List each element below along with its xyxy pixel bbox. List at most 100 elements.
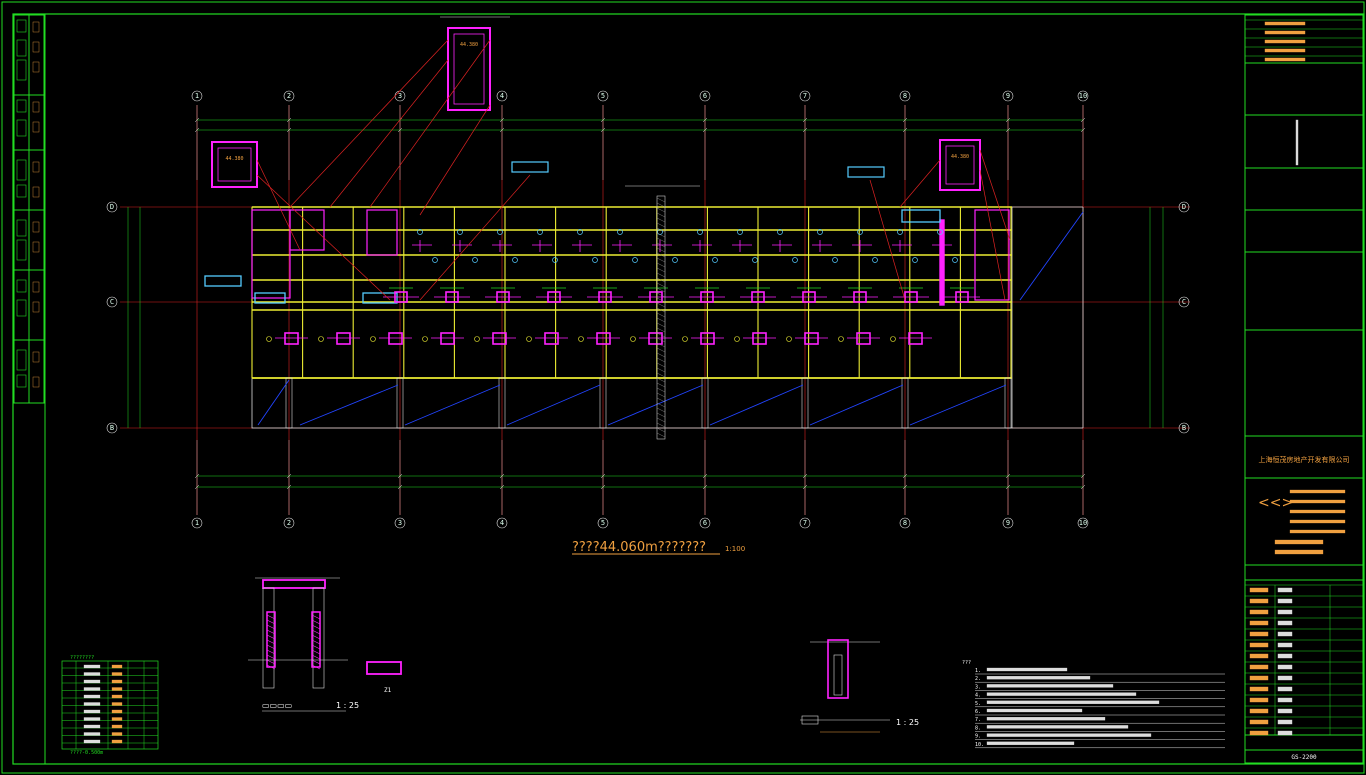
cyan-marker xyxy=(752,257,758,263)
hatch-line xyxy=(656,297,666,303)
rebar-circle xyxy=(682,336,688,342)
dim-tick xyxy=(1005,117,1011,123)
hatch-line xyxy=(656,342,666,348)
tb-text-bar xyxy=(1277,664,1293,670)
level-value xyxy=(111,732,123,736)
hatch-line xyxy=(656,282,666,288)
note-text xyxy=(986,741,1075,745)
leader-line xyxy=(419,174,531,301)
level-value xyxy=(83,687,101,691)
dim-tick xyxy=(802,117,808,123)
grid-label-col: 1 xyxy=(195,92,199,100)
tb-text-bar xyxy=(1249,708,1269,714)
level-value xyxy=(83,672,101,676)
slab-diagonal xyxy=(709,384,804,426)
dim-tick xyxy=(286,117,292,123)
hatch-line xyxy=(656,417,666,423)
tb-text-bar xyxy=(1277,631,1293,637)
slab-diagonal xyxy=(299,384,399,426)
dim-tick xyxy=(194,127,200,133)
strip-mark xyxy=(16,39,27,57)
notes-block: 1.2.3.4.5.6.7.8.9.10. xyxy=(975,667,1225,749)
tb-vertical-text xyxy=(1295,119,1299,166)
note-number: 7. xyxy=(975,717,981,723)
tb-text-bar xyxy=(1274,539,1324,545)
hatch-line xyxy=(656,372,666,378)
stirrup xyxy=(266,664,276,670)
level-value xyxy=(83,709,101,714)
callout-top-center-inner xyxy=(453,33,485,105)
dim-tick xyxy=(499,127,505,133)
grid-bubble xyxy=(283,517,295,529)
note-text xyxy=(986,700,1160,704)
cyan-marker xyxy=(792,257,798,263)
company-logo: <<> xyxy=(1258,495,1293,511)
rebar-circle xyxy=(266,336,272,342)
dim-tick xyxy=(600,117,606,123)
hatch-line xyxy=(656,267,666,273)
stirrup xyxy=(266,624,276,630)
dim-tick xyxy=(600,473,606,479)
dim-tick xyxy=(194,484,200,490)
strip-mark xyxy=(16,159,27,181)
strip-mark-accent xyxy=(32,61,40,73)
grid-bubble xyxy=(1002,90,1014,102)
grid-label-col: 10 xyxy=(1079,92,1087,100)
column-lower xyxy=(544,332,559,345)
rebar-circle xyxy=(838,336,844,342)
hatch-line xyxy=(656,227,666,233)
level-tag: 44.380 xyxy=(225,156,243,162)
level-value xyxy=(83,732,101,736)
dim-tick xyxy=(194,117,200,123)
tb-text-bar xyxy=(1264,21,1306,26)
hatch-line xyxy=(656,357,666,363)
grid-bubble xyxy=(106,422,118,434)
grid-label-col: 8 xyxy=(903,519,907,527)
dim-tick xyxy=(802,484,808,490)
plan-scale: 1:100 xyxy=(725,545,745,553)
cyan-marker xyxy=(777,229,783,235)
level-table-title: ???????? xyxy=(70,655,94,661)
stirrup xyxy=(311,639,321,645)
leader-line xyxy=(256,174,391,301)
inner-frame xyxy=(12,13,1365,765)
level-value xyxy=(83,694,101,699)
detail-left xyxy=(248,577,402,712)
column-lower xyxy=(336,332,351,345)
leader-line xyxy=(869,179,906,301)
hatch-line xyxy=(656,407,666,413)
tb-text-bar xyxy=(1249,730,1269,736)
hatch-symbol xyxy=(801,715,819,725)
wall-left xyxy=(262,587,275,689)
stirrup xyxy=(266,644,276,650)
stirrup xyxy=(311,614,321,620)
dim-tick xyxy=(397,473,403,479)
tb-text-bar xyxy=(1277,697,1293,703)
leader-line xyxy=(899,159,941,208)
strip-mark-accent xyxy=(32,121,40,133)
callout-top-center xyxy=(447,27,491,111)
tb-text-bar xyxy=(1264,30,1306,35)
cyan-marker xyxy=(617,229,623,235)
strip-mark-accent xyxy=(32,21,40,33)
dim-tick xyxy=(1005,484,1011,490)
level-value xyxy=(83,717,101,721)
column-wall xyxy=(498,377,506,429)
stirrup xyxy=(311,619,321,625)
strip-mark-accent xyxy=(32,161,40,173)
cyan-marker xyxy=(672,257,678,263)
cyan-marker xyxy=(872,257,878,263)
grid-label-row: D xyxy=(1182,203,1186,211)
cyan-marker xyxy=(912,257,918,263)
hatch-line xyxy=(656,262,666,268)
note-text xyxy=(986,733,1152,737)
dim-tick xyxy=(702,484,708,490)
level-value xyxy=(111,694,123,699)
grid-label-row: C xyxy=(1182,298,1186,306)
hatch-line xyxy=(656,332,666,338)
note-number: 8. xyxy=(975,725,981,731)
column-lower xyxy=(752,332,767,345)
tb-text-bar xyxy=(1277,642,1293,648)
